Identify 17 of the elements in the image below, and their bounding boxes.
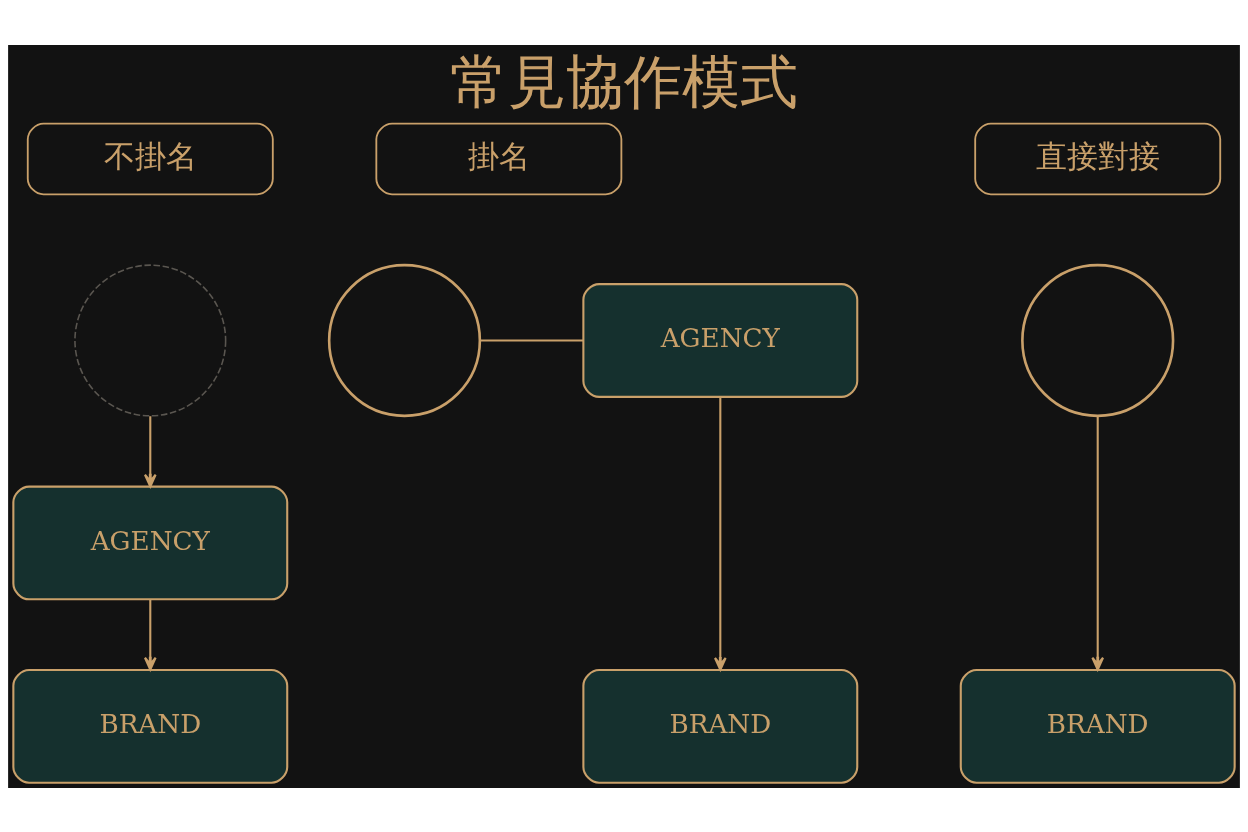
node-box: BRAND	[12, 668, 289, 784]
node-box: 掛名	[375, 122, 623, 195]
connector	[480, 338, 583, 342]
node-circle	[74, 263, 227, 417]
node-circle	[327, 263, 482, 417]
node-box: 直接對接	[974, 122, 1222, 195]
arrow	[1091, 415, 1105, 671]
arrow	[713, 396, 727, 671]
node-box: AGENCY	[12, 485, 289, 600]
diagram-title: 常見協作模式	[450, 47, 798, 116]
arrow	[143, 415, 157, 488]
arrow	[143, 599, 157, 671]
node-circle	[1021, 263, 1175, 417]
node-box: 不掛名	[26, 122, 274, 195]
node-box: BRAND	[959, 668, 1236, 784]
node-box: BRAND	[582, 668, 859, 784]
node-box: AGENCY	[582, 282, 859, 398]
